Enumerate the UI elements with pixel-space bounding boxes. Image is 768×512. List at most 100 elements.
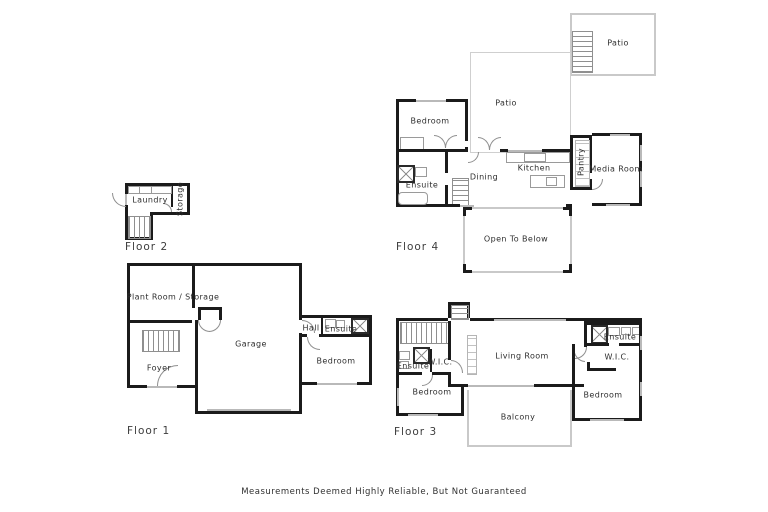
- door-arc: [489, 137, 501, 150]
- wall: [448, 302, 451, 318]
- wall: [446, 99, 468, 102]
- wall: [171, 186, 173, 207]
- door-sill: [125, 194, 127, 205]
- bathtub-icon: [398, 192, 428, 205]
- room-label: Bedroom: [316, 356, 356, 366]
- patio-outline: [470, 52, 571, 153]
- room-label: Ensuite: [405, 180, 439, 190]
- wall: [572, 344, 575, 418]
- room-label: Garage: [235, 339, 267, 349]
- room-label: Storage: [175, 181, 185, 217]
- wall: [177, 385, 195, 388]
- door-arc: [575, 347, 587, 359]
- door-arc: [445, 135, 457, 148]
- room-label: Patio: [607, 38, 629, 48]
- room-label: Bedroom: [583, 390, 623, 400]
- wall: [192, 263, 195, 308]
- shower-icon: [397, 165, 415, 183]
- window: [590, 419, 624, 421]
- wall: [187, 183, 190, 215]
- wall: [500, 149, 508, 152]
- wall: [584, 318, 642, 325]
- room-label: Hall: [302, 323, 320, 333]
- window: [416, 100, 446, 102]
- wall: [219, 307, 222, 320]
- disclaimer-text: Measurements Deemed Highly Reliable, But…: [241, 487, 527, 497]
- wall: [299, 315, 372, 318]
- balcony-outline: [467, 390, 572, 447]
- wall: [448, 372, 451, 384]
- wall: [396, 99, 416, 102]
- toilet-icon: [325, 319, 336, 328]
- wall: [445, 152, 448, 173]
- floor-label: Floor 3: [394, 426, 438, 438]
- wall: [584, 325, 587, 347]
- floor1-plan: Plant Room / Storage Garage Foyer Hall E…: [127, 263, 379, 443]
- wall: [566, 204, 572, 207]
- wall: [299, 333, 302, 414]
- room-label: Bedroom: [410, 116, 450, 126]
- shower-icon: [351, 318, 369, 334]
- floor2-plan: Laundry Storage Floor 2: [112, 181, 205, 273]
- room-label: Ensuite: [603, 332, 637, 342]
- floor-label: Floor 1: [127, 425, 171, 437]
- window: [494, 319, 566, 321]
- staircase: [572, 31, 593, 73]
- window: [397, 388, 399, 406]
- sink-icon: [546, 177, 557, 186]
- door-arc: [592, 179, 603, 190]
- staircase: [128, 216, 151, 239]
- built-in-cabinet: [467, 335, 477, 375]
- wall: [589, 135, 592, 173]
- window: [610, 134, 630, 136]
- room-label: Foyer: [146, 363, 172, 373]
- room-label: Balcony: [500, 412, 536, 422]
- pantry-shelves: [575, 140, 590, 187]
- floor-label: Floor 2: [125, 241, 169, 253]
- room-label: Pantry: [576, 148, 586, 176]
- room-label: Dining: [469, 172, 499, 182]
- wall: [321, 318, 323, 334]
- wall: [570, 135, 573, 190]
- wall: [563, 270, 572, 273]
- toilet-icon: [415, 167, 427, 177]
- wall: [127, 263, 302, 266]
- door-sill: [468, 385, 534, 387]
- room-label: Media Room: [589, 164, 643, 174]
- room-label: Open To Below: [483, 234, 549, 244]
- wall: [587, 368, 616, 371]
- wall: [463, 207, 466, 216]
- wall: [195, 411, 302, 414]
- window: [640, 171, 642, 187]
- sink-icon: [336, 320, 345, 328]
- room-label: Laundry: [132, 195, 168, 205]
- wall: [357, 382, 372, 385]
- door-arc: [422, 375, 433, 386]
- wall: [302, 334, 307, 337]
- wall: [299, 263, 302, 320]
- floor4-plan: Patio Patio Bedroom Dining Kitchen Ensui: [394, 13, 656, 273]
- wall: [448, 384, 468, 387]
- room-label: Plant Room / Storage: [126, 292, 220, 302]
- open-to-below-outline: [463, 207, 572, 273]
- wall: [396, 372, 422, 375]
- wall: [448, 321, 451, 360]
- wall: [569, 207, 572, 216]
- sink-icon: [621, 327, 631, 335]
- window: [508, 150, 542, 152]
- wall: [463, 270, 472, 273]
- wall: [319, 334, 369, 337]
- wall: [430, 349, 432, 372]
- floor3-plan: Ensuite W.I.C. Living Room Balcony Bedro…: [394, 300, 650, 447]
- wall: [563, 207, 572, 210]
- wall: [125, 183, 190, 186]
- wall: [198, 307, 201, 320]
- window: [606, 204, 630, 206]
- toilet-icon: [399, 351, 410, 360]
- wall: [448, 302, 470, 305]
- wall: [570, 135, 592, 138]
- wall: [302, 382, 317, 385]
- wall: [587, 362, 590, 371]
- wall: [125, 205, 128, 215]
